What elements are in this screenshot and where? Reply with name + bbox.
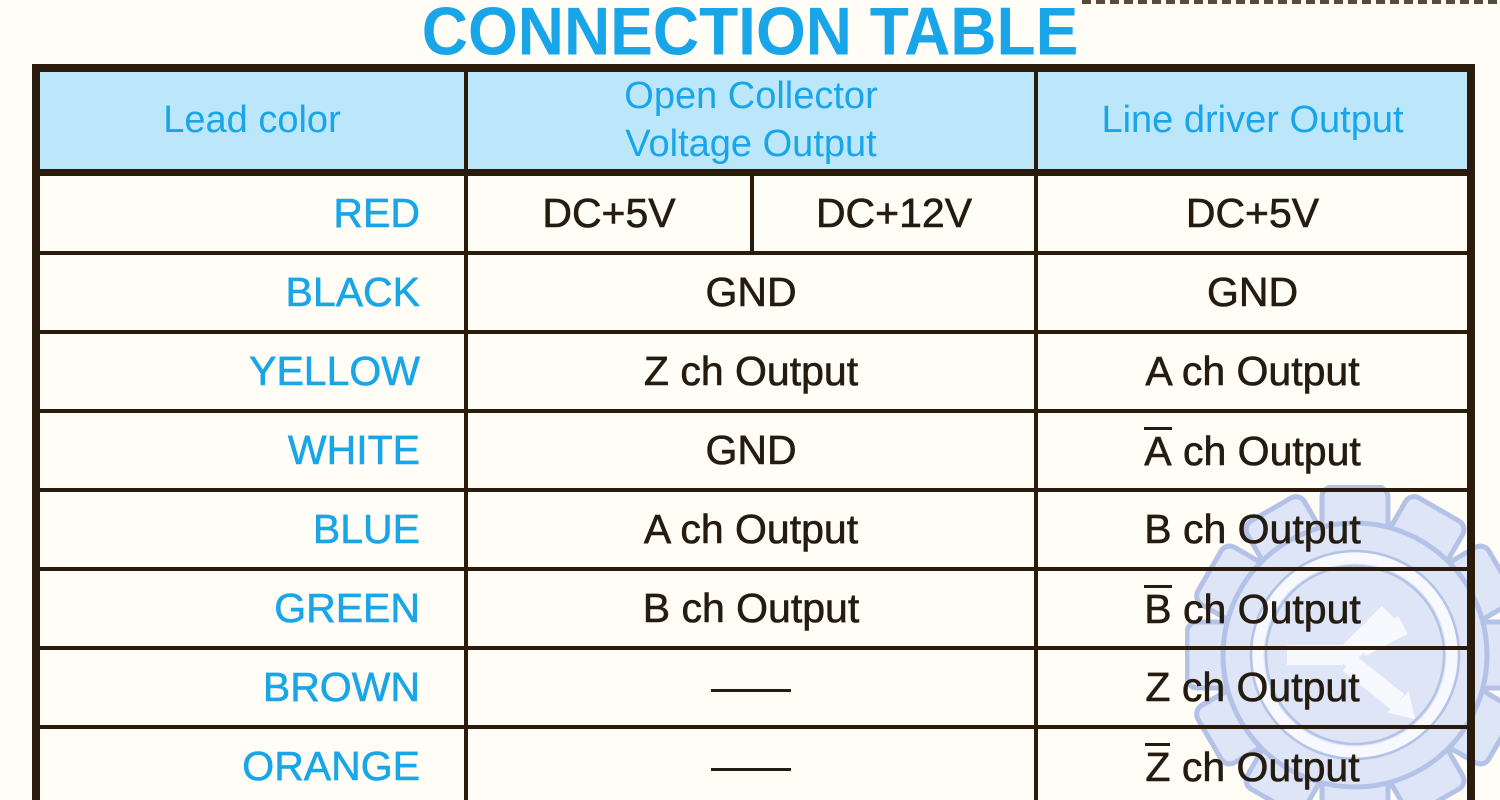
line-driver-cell: B ch Output [1034, 488, 1473, 571]
cell-text: ch Output [1171, 585, 1361, 632]
cell-text: DC+12V [815, 190, 973, 237]
cell-text: GND [1206, 269, 1299, 316]
cell-text: Z ch Output [1145, 664, 1360, 711]
overline-char: Z [1145, 742, 1171, 790]
cell-text: Z ch Output [643, 348, 859, 395]
open-collector-cell [464, 725, 1038, 800]
open-collector-cell: Z ch Output [464, 330, 1038, 413]
page-title: CONNECTION TABLE [421, 0, 1079, 70]
cell-text: GND [705, 427, 797, 474]
open-collector-cell: B ch Output [464, 567, 1038, 650]
table-row: RED DC+5V DC+12V DC+5V [34, 170, 1473, 255]
table-body: RED DC+5V DC+12V DC+5V BLACK GND GND YELLOW Z ch… [34, 170, 1473, 800]
open-collector-cell: DC+12V [750, 170, 1038, 255]
cell-text: A ch Output [1145, 348, 1360, 395]
line-driver-cell: A ch Output [1034, 330, 1473, 413]
table-row: BLACK GND GND [34, 251, 1473, 334]
line-driver-cell: Z ch Output [1034, 646, 1473, 729]
header-open-collector-line2: Voltage Output [625, 122, 877, 165]
header-open-collector: Open Collector Voltage Output [464, 66, 1038, 176]
cell-text: B ch Output [1144, 506, 1361, 553]
open-collector-cell: A ch Output [464, 488, 1038, 571]
cell-text: ch Output [1170, 743, 1360, 790]
lead-color-cell: GREEN [34, 567, 468, 650]
table-row: YELLOW Z ch Output A ch Output [34, 330, 1473, 413]
line-driver-cell: Z ch Output [1034, 725, 1473, 800]
header-row: Lead color Open Collector Voltage Output… [34, 66, 1473, 176]
dash-placeholder [711, 688, 791, 692]
open-collector-cell: GND [464, 409, 1038, 492]
line-driver-cell: GND [1034, 251, 1473, 334]
lead-color-cell: YELLOW [34, 330, 468, 413]
lead-color-cell: BLACK [34, 251, 468, 334]
table-row: WHITE GND A ch Output [34, 409, 1473, 492]
lead-color-cell: BLUE [34, 488, 468, 571]
lead-color-cell: ORANGE [34, 725, 468, 800]
open-collector-cell [464, 646, 1038, 729]
header-open-collector-line1: Open Collector [624, 75, 878, 117]
cell-text: B ch Output [642, 585, 860, 632]
dash-placeholder [711, 767, 791, 771]
open-collector-cell: GND [464, 251, 1038, 334]
cell-text: DC+5V [1185, 190, 1320, 237]
overline-char: A [1144, 426, 1172, 474]
line-driver-cell: B ch Output [1034, 567, 1473, 650]
table-row: ORANGE Z ch Output [34, 725, 1473, 800]
header-lead-color: Lead color [34, 66, 468, 176]
scan-edge-artifact [1082, 0, 1500, 4]
connection-table: Lead color Open Collector Voltage Output… [32, 64, 1475, 800]
header-line-driver: Line driver Output [1034, 66, 1473, 176]
line-driver-cell: DC+5V [1034, 170, 1473, 255]
lead-color-cell: WHITE [34, 409, 468, 492]
cell-text: A ch Output [643, 506, 859, 553]
cell-text: DC+5V [542, 190, 676, 237]
table-row: BLUE A ch Output B ch Output [34, 488, 1473, 571]
lead-color-cell: BROWN [34, 646, 468, 729]
lead-color-cell: RED [34, 170, 468, 255]
open-collector-cell: DC+5V [464, 170, 754, 255]
table-row: BROWN Z ch Output [34, 646, 1473, 729]
cell-text: GND [705, 269, 797, 316]
cell-text: ch Output [1171, 427, 1361, 474]
overline-char: B [1144, 584, 1172, 632]
line-driver-cell: A ch Output [1034, 409, 1473, 492]
